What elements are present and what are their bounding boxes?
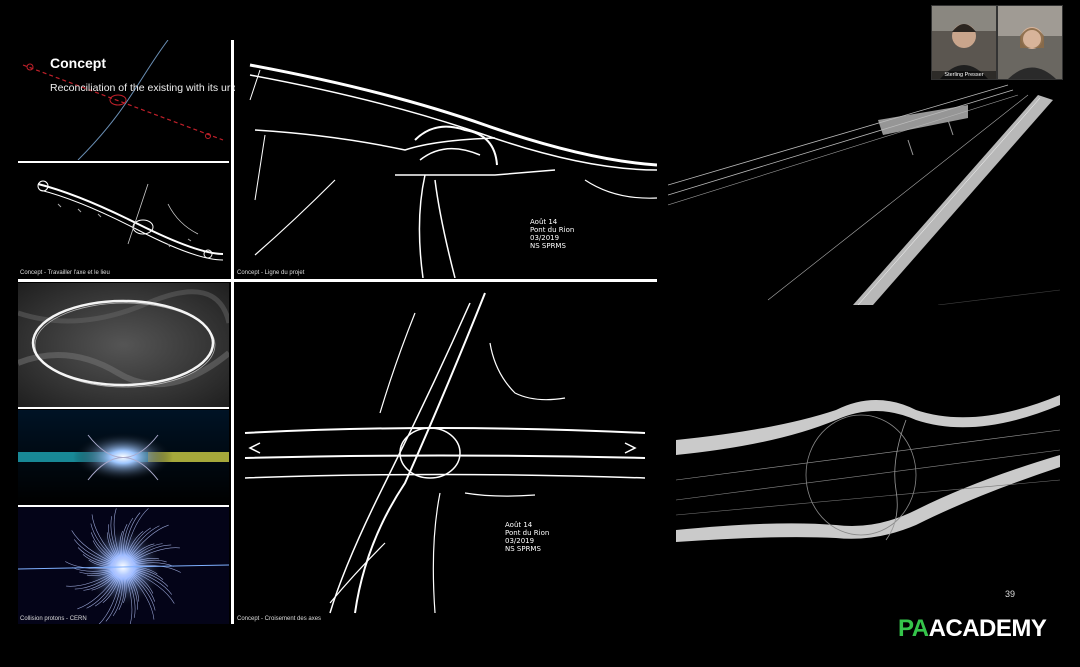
project-line-sketch (249, 63, 657, 278)
bridge-render-elevation (676, 380, 1060, 550)
divider-left-2 (18, 407, 229, 409)
concept-map-panel (18, 40, 229, 160)
caption-axes-crossing: Concept - Croisement des axes (237, 616, 322, 622)
note-line: NS SPRMS (505, 545, 541, 553)
divider-horizontal-top (18, 279, 657, 282)
person-icon (932, 6, 996, 79)
note-line: 03/2019 (505, 537, 535, 545)
divider-left-1 (18, 161, 229, 163)
proton-collision-photo: Collision protons - CERN (18, 507, 229, 624)
divider-left-3 (18, 505, 229, 507)
note-line: Pont du Rion (530, 226, 575, 234)
axis-place-sketch (37, 180, 224, 261)
project-line-sketch-panel: Août 14 Pont du Rion 03/2019 NS SPRMS Co… (235, 40, 657, 278)
bridge-render-perspective (668, 80, 1060, 305)
video-tile-1[interactable]: Sterling Presser (931, 5, 997, 80)
particle-beam-photo (18, 410, 229, 504)
axis-place-sketch-panel: Concept - Travailler l'axe et le lieu (18, 164, 229, 278)
note-line: Pont du Rion (505, 529, 550, 537)
caption-project-line: Concept - Ligne du projet (237, 270, 305, 276)
axes-crossing-sketch (244, 292, 646, 614)
concept-map-sketch (22, 40, 224, 160)
page-number: 39 (1005, 589, 1016, 599)
caption-axis-place: Concept - Travailler l'axe et le lieu (20, 270, 110, 276)
note-line: 03/2019 (530, 234, 560, 242)
person-icon (998, 6, 1062, 79)
participant-name: Sterling Presser (932, 71, 996, 79)
note-line: Août 14 (505, 521, 533, 529)
axes-crossing-sketch-panel: Août 14 Pont du Rion 03/2019 NS SPRMS Co… (235, 283, 657, 624)
divider-vertical (231, 40, 234, 624)
pa-academy-logo: PAACADEMY (898, 615, 1047, 643)
logo-academy: ACADEMY (928, 615, 1047, 642)
caption-cern-collision: Collision protons - CERN (20, 616, 87, 622)
slide-title: Concept (50, 55, 106, 71)
logo-pa: PA (898, 615, 929, 642)
video-tile-2[interactable] (997, 5, 1063, 80)
cern-ring-photo (18, 283, 229, 407)
note-line: Août 14 (530, 218, 558, 226)
handwritten-note-top: Août 14 Pont du Rion 03/2019 NS SPRMS (530, 218, 574, 250)
note-line: NS SPRMS (530, 242, 566, 250)
handwritten-note-bottom: Août 14 Pont du Rion 03/2019 NS SPRMS (505, 521, 549, 553)
